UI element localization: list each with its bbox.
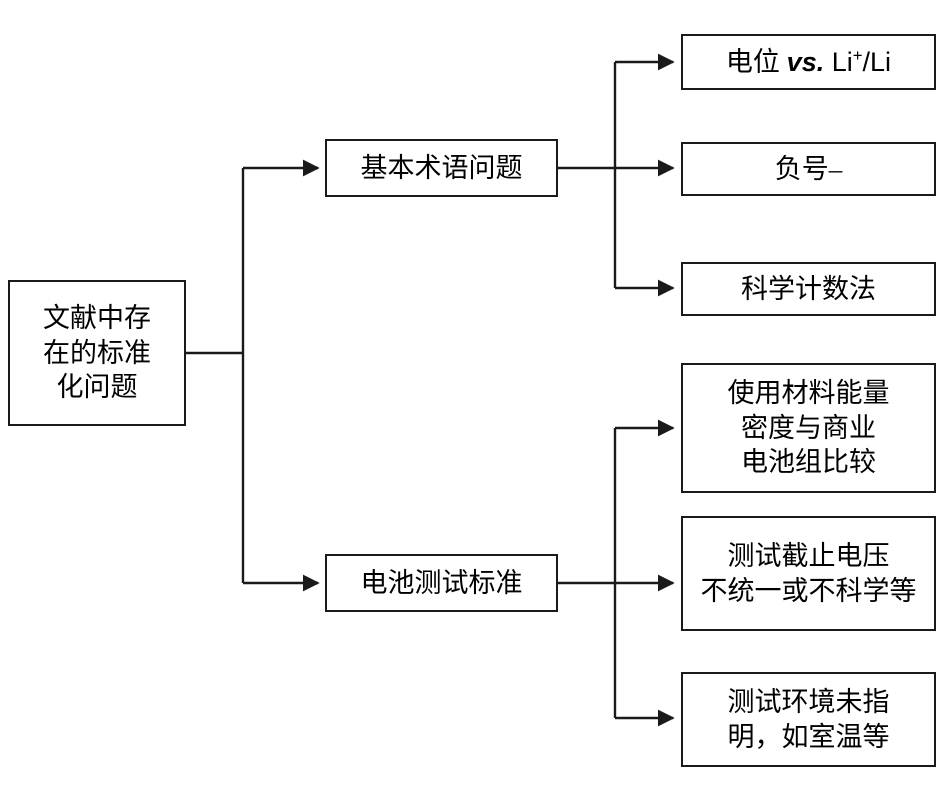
node-leaf-test-environment[interactable]: 测试环境未指 明，如室温等 — [681, 672, 936, 767]
node-leaf-negative-sign[interactable]: 负号– — [681, 142, 936, 196]
leaf-text-potential: 电位 vs. Li+/Li — [725, 45, 892, 77]
node-root[interactable]: 文献中存 在的标准 化问题 — [8, 280, 186, 426]
node-branch-battery-test-standard[interactable]: 电池测试标准 — [325, 554, 558, 612]
node-leaf-scientific-notation[interactable]: 科学计数法 — [681, 262, 936, 316]
node-leaf-cutoff-voltage[interactable]: 测试截止电压 不统一或不科学等 — [681, 516, 936, 631]
node-branch-basic-terms[interactable]: 基本术语问题 — [325, 139, 558, 197]
node-leaf-potential-vs-li[interactable]: 电位 vs. Li+/Li — [681, 34, 936, 90]
node-leaf-energy-density-comparison[interactable]: 使用材料能量 密度与商业 电池组比较 — [681, 363, 936, 493]
